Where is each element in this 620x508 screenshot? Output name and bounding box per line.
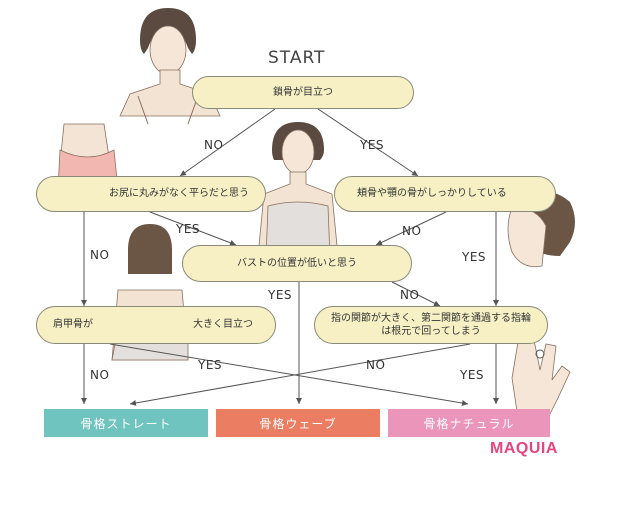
- edge-q3-yes: YES: [462, 250, 487, 264]
- woman-camisole-illustration: [257, 122, 339, 259]
- edge-q4-no: NO: [400, 288, 420, 302]
- start-label: START: [268, 48, 326, 68]
- edge-q6-yes: YES: [460, 368, 485, 382]
- question-shoulder-blades: 肩甲骨が 大きく目立つ: [36, 306, 276, 344]
- result-natural: 骨格ナチュラル: [388, 409, 550, 437]
- edge-q6-no: NO: [366, 358, 386, 372]
- edge-q5-yes: YES: [198, 358, 223, 372]
- result-wave: 骨格ウェーブ: [216, 409, 380, 437]
- edge-q4-yes: YES: [268, 288, 293, 302]
- edge-q3-no: NO: [402, 224, 422, 238]
- brand-logo: MAQUIA: [490, 440, 558, 457]
- edge-q1-no: NO: [204, 138, 224, 152]
- edge-q1-yes: YES: [360, 138, 385, 152]
- question-finger-joints: 指の関節が大きく、第二関節を通過する指輪は根元で回ってしまう: [314, 306, 548, 344]
- question-shoulder-blades-part1: 肩甲骨が: [53, 319, 93, 331]
- question-flat-hips: お尻に丸みがなく平らだと思う: [36, 176, 266, 212]
- edge-q2-no: NO: [90, 248, 110, 262]
- question-low-bust: バストの位置が低いと思う: [182, 245, 412, 282]
- question-shoulder-blades-part2: 大きく目立つ: [193, 319, 253, 331]
- edge-q2-yes: YES: [176, 222, 201, 236]
- result-straight: 骨格ストレート: [44, 409, 208, 437]
- woman-portrait-illustration: [119, 8, 221, 125]
- question-collarbone: 鎖骨が目立つ: [192, 76, 414, 109]
- edge-q5-no: NO: [90, 368, 110, 382]
- question-cheekbones: 頬骨や顎の骨がしっかりしている: [334, 176, 556, 212]
